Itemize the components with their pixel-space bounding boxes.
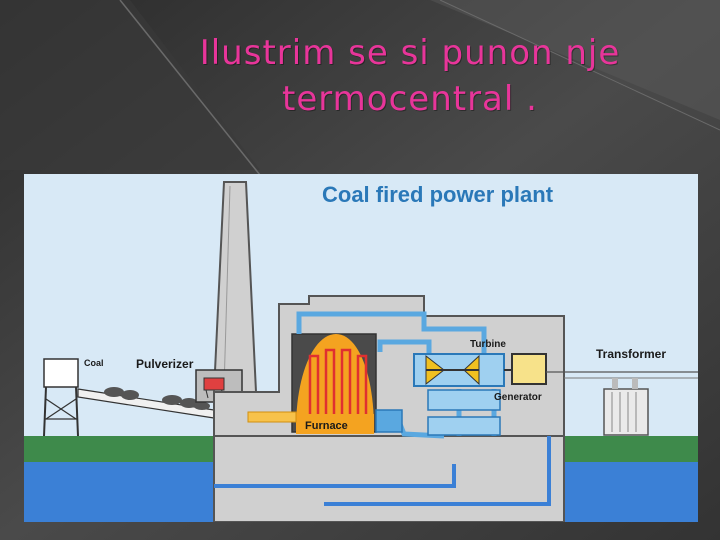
label-transformer: Transformer (596, 347, 666, 361)
water-pipe-2 (324, 436, 551, 506)
water-pipe (214, 464, 456, 488)
label-pulverizer: Pulverizer (136, 357, 194, 371)
water-right (564, 462, 698, 522)
generator (511, 353, 547, 385)
slide-title-line1: Ilustrim se si punon nje (199, 33, 621, 73)
transformer (603, 378, 649, 436)
hot-air-duct (247, 411, 297, 423)
coal-pile (104, 387, 210, 410)
power-plant-diagram: Coal fired power plant Coal Pulverizer F… (24, 174, 698, 522)
slide-title: Ilustrim se si punon nje termocentral . (150, 30, 670, 122)
diagram-heading: Coal fired power plant (322, 182, 554, 207)
coal-hopper (43, 358, 79, 437)
pump (375, 409, 403, 433)
water-left (24, 462, 214, 522)
plant-foundation (213, 435, 565, 522)
label-furnace: Furnace (305, 420, 348, 432)
label-generator: Generator (494, 392, 542, 403)
label-turbine: Turbine (470, 339, 506, 350)
label-coal: Coal (84, 358, 104, 368)
slide-title-line2: termocentral . (282, 79, 538, 119)
ground-left (24, 436, 214, 462)
condenser (427, 389, 501, 411)
furnace-label-box (296, 414, 374, 434)
ground-right (564, 436, 698, 462)
